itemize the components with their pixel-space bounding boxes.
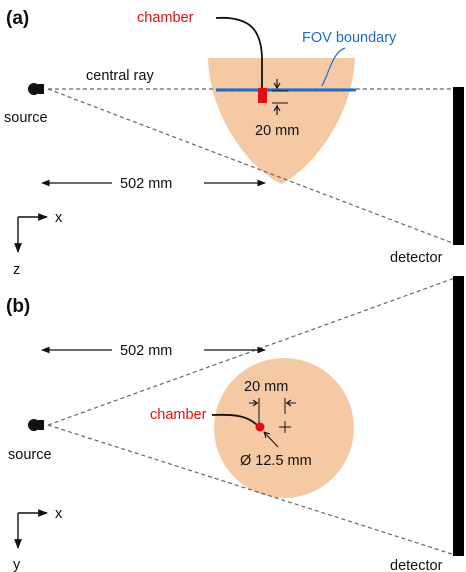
detector-bar-b (453, 276, 464, 556)
depth-label: 20 mm (255, 123, 299, 139)
source-label-a: source (4, 110, 48, 126)
offset-label: 20 mm (244, 379, 288, 395)
central-ray-label: central ray (86, 68, 154, 84)
detector-bar-a (453, 87, 464, 245)
source-icon-a (28, 83, 44, 95)
phantom-b (214, 358, 354, 498)
chamber-cable-b (211, 413, 259, 427)
beam-edge-lower-b (47, 424, 456, 556)
beam-edge-lower-a (47, 88, 456, 245)
fov-boundary-label: FOV boundary (302, 30, 397, 46)
axis-y-label: y (13, 557, 21, 572)
axis-x-label-a: x (55, 210, 63, 226)
fov-callout-leader (321, 47, 346, 87)
source-label-b: source (8, 447, 52, 463)
diameter-leader (263, 431, 279, 448)
diameter-label: Ø 12.5 mm (240, 453, 312, 469)
depth-arrow-down (273, 79, 281, 91)
offset-arrow-left (249, 399, 259, 407)
depth-arrow-up (273, 103, 281, 115)
chamber-marker-a (258, 88, 267, 103)
panel-b-label: (b) (6, 296, 30, 317)
beam-edge-upper-b (47, 277, 456, 426)
source-icon-b (28, 419, 44, 431)
offset-arrow-right (285, 399, 296, 407)
detector-label-a: detector (390, 250, 443, 266)
panel-a: (a) chamber FOV b (4, 8, 464, 278)
axis-z-label: z (13, 262, 20, 278)
chamber-label-a: chamber (137, 10, 194, 26)
chamber-cable-a (215, 16, 263, 90)
distance-label-b: 502 mm (120, 343, 172, 359)
chamber-label-b: chamber (150, 407, 207, 423)
panel-b: (b) 502 mm 20 mm (6, 276, 464, 572)
axis-x-label-b: x (55, 506, 63, 522)
panel-a-label: (a) (6, 8, 29, 29)
detector-label-b: detector (390, 558, 443, 572)
distance-label-a: 502 mm (120, 176, 172, 192)
chamber-marker-b (255, 422, 265, 432)
phantom-a (208, 58, 355, 184)
